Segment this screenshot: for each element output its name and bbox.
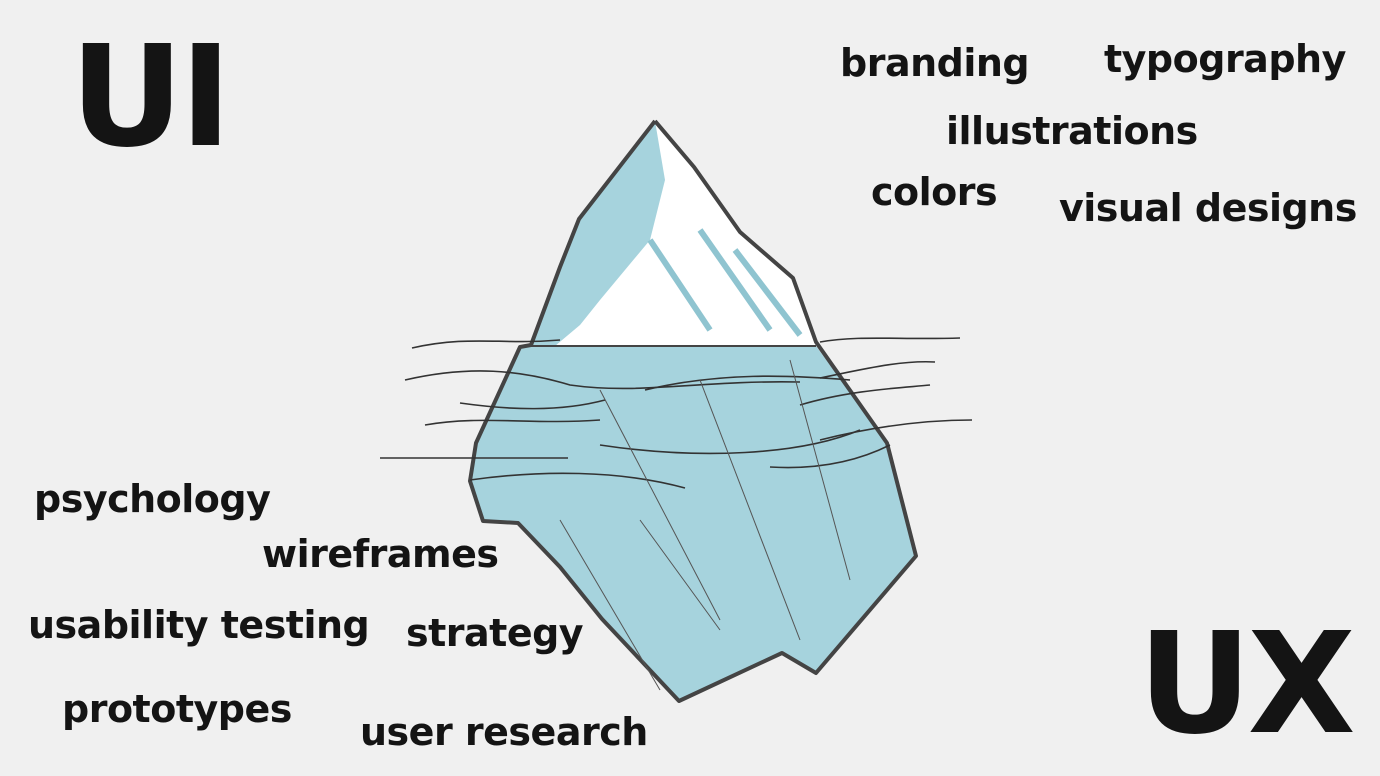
iceberg-submerged (470, 346, 916, 701)
term-illustrations: illustrations (946, 109, 1198, 153)
iceberg-outline (468, 119, 918, 703)
term-wireframes: wireframes (262, 532, 499, 576)
tip-shading (647, 228, 803, 337)
ux-title: UX (1138, 603, 1356, 766)
term-psychology: psychology (34, 477, 271, 521)
term-usability-testing: usability testing (28, 603, 370, 647)
term-prototypes: prototypes (62, 687, 292, 731)
term-branding: branding (840, 41, 1030, 85)
waves (380, 337, 973, 489)
term-visual-designs: visual designs (1059, 186, 1357, 230)
iceberg-tip-shade (531, 121, 665, 346)
ui-title: UI (70, 16, 232, 179)
term-strategy: strategy (406, 611, 584, 655)
term-colors: colors (871, 170, 998, 214)
term-typography: typography (1104, 37, 1346, 81)
term-user-research: user research (360, 710, 648, 754)
ice-strokes (559, 359, 851, 691)
